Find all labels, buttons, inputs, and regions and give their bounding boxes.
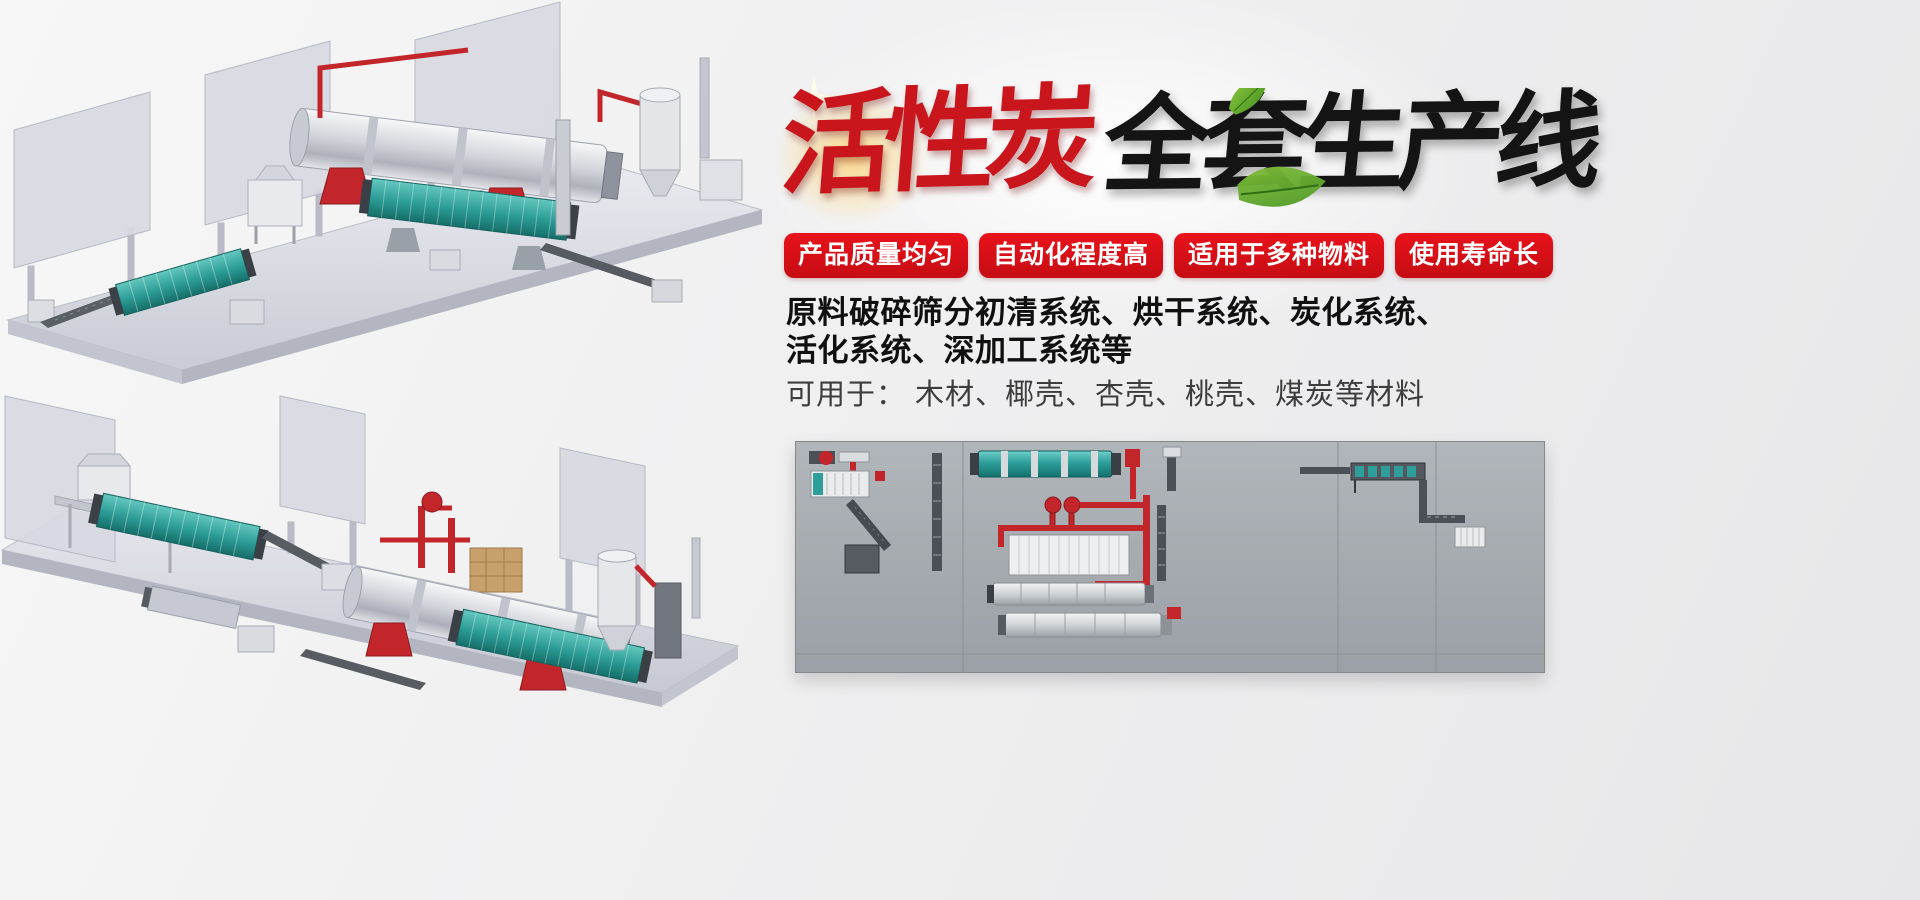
dust-collector-tank xyxy=(555,57,743,236)
feature-badges: 产品质量均匀 自动化程度高 适用于多种物料 使用寿命长 xyxy=(784,233,1554,278)
leaf-large-icon xyxy=(1237,166,1326,207)
diagram-elevator-right xyxy=(1157,505,1166,581)
sparkle-icon xyxy=(792,76,836,120)
transfer-conveyor xyxy=(262,531,353,591)
system-description: 原料破碎筛分初清系统、烘干系统、炭化系统、 活化系统、深加工系统等 xyxy=(786,294,1448,370)
badge-quality: 产品质量均匀 xyxy=(784,233,969,278)
section-divider-lines xyxy=(795,441,1545,673)
production-line-render-bottom xyxy=(0,395,740,707)
diagram-activation-drum xyxy=(998,607,1181,638)
diagram-screening-unit xyxy=(998,502,1148,576)
brick-furnace xyxy=(469,547,523,593)
screening-drum xyxy=(108,248,257,316)
leaf-decoration xyxy=(1228,88,1326,207)
description-line-1: 原料破碎筛分初清系统、烘干系统、炭化系统、 xyxy=(786,295,1448,330)
description-line-2: 活化系统、深加工系统等 xyxy=(786,332,1133,368)
small-units xyxy=(229,249,461,325)
red-piping xyxy=(317,47,643,122)
badge-lifespan: 使用寿命长 xyxy=(1395,233,1554,278)
diagram-feeding-unit xyxy=(809,451,885,498)
plant-layout-diagram xyxy=(795,441,1545,673)
production-line-render-top xyxy=(6,1,764,384)
applicable-materials: 可用于： 木材、椰壳、杏壳、桃壳、煤炭等材料 xyxy=(786,379,1426,411)
badge-materials: 适用于多种物料 xyxy=(1174,233,1385,278)
diagram-packing-line xyxy=(1300,462,1486,548)
diagram-carbonization-drum xyxy=(970,446,1182,499)
screening-drum xyxy=(88,492,269,561)
discharge-conveyor xyxy=(540,243,683,303)
wall-panels xyxy=(4,395,646,625)
diagram-bucket-elevator xyxy=(932,453,942,571)
front-units xyxy=(237,625,426,690)
rotary-kiln xyxy=(289,107,624,225)
crusher-box xyxy=(247,165,303,244)
small-cylinder xyxy=(141,585,242,630)
badge-automation: 自动化程度高 xyxy=(979,233,1164,278)
diagram-dryer-drum xyxy=(987,582,1154,606)
red-piping xyxy=(380,491,470,573)
title-red-text: 活性炭 xyxy=(776,72,1094,211)
plant-layout-panel xyxy=(795,441,1545,673)
leaf-small-icon xyxy=(1228,88,1268,115)
diagram-cyclones xyxy=(1044,496,1081,530)
dust-collector-tank xyxy=(597,537,701,659)
page-title: 活性炭全套生产线 xyxy=(777,72,1601,211)
diagram-incline-conveyor xyxy=(844,499,891,574)
cooling-drum xyxy=(447,608,653,684)
